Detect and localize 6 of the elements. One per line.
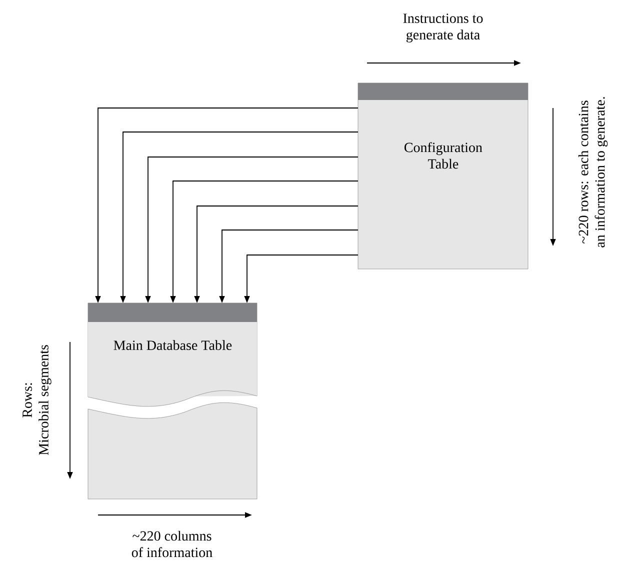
axis-label: Instructions to generate data <box>403 14 483 42</box>
axis-label: Rows: Microbial segments <box>22 345 52 455</box>
table-label: Main Database Table <box>114 340 232 350</box>
axis-label: ~220 columns of information <box>132 530 212 558</box>
axis-label: ~220 rows: each contains an information to generate. <box>578 97 608 248</box>
table-label: Configuration Table <box>404 142 482 169</box>
